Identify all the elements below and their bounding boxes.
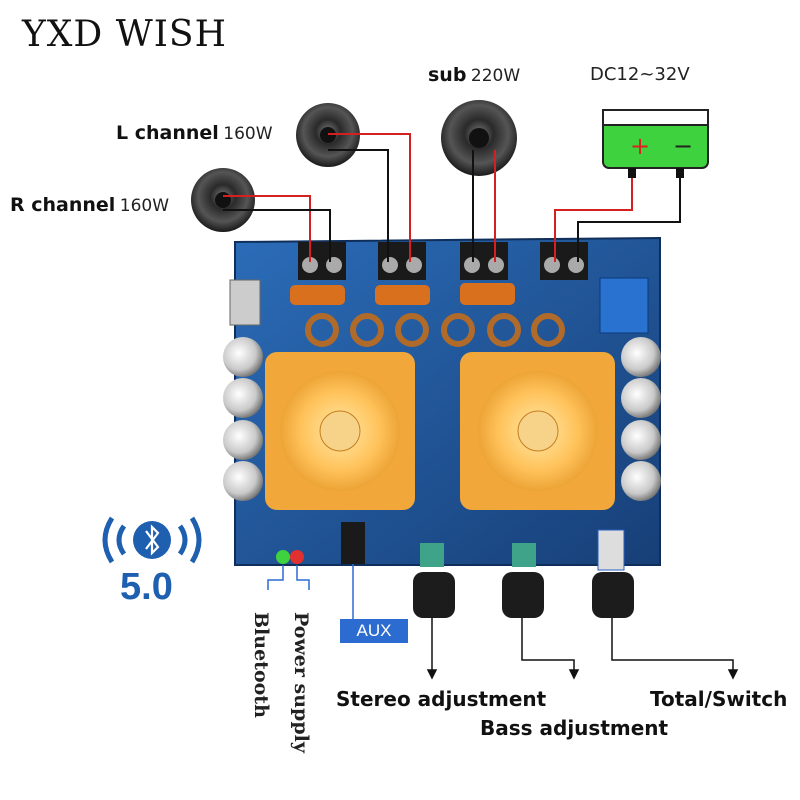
- total-switch-label: Total/Switch: [650, 687, 788, 711]
- voltage-label: DC12~32V: [590, 64, 690, 85]
- knobs: [413, 572, 634, 618]
- bluetooth-led-label: Bluetooth: [250, 612, 272, 718]
- left-channel-name: L channel: [116, 122, 219, 144]
- aux-label: AUX: [340, 619, 408, 643]
- bass-adjustment-label: Bass adjustment: [480, 716, 669, 740]
- speaker-sub: [441, 100, 517, 176]
- minus-sign: −: [673, 132, 693, 160]
- left-channel-label: L channel 160W: [116, 122, 273, 144]
- terminal-blocks: [298, 242, 588, 280]
- bluetooth-version: 5.0: [120, 566, 173, 608]
- sub-name: sub: [428, 64, 467, 86]
- battery: + −: [602, 109, 709, 178]
- power-led-label: Power supply: [290, 612, 312, 753]
- heatsink-left: [265, 352, 415, 510]
- capacitors-right: [621, 337, 661, 501]
- right-channel-name: R channel: [10, 194, 116, 216]
- brand-title: YXD WISH: [22, 14, 227, 55]
- inductors: [305, 313, 565, 347]
- capacitors-left: [223, 337, 263, 501]
- right-channel-label: R channel 160W: [10, 194, 169, 216]
- speaker-right: [191, 168, 255, 232]
- bluetooth-icon: [102, 516, 202, 564]
- sub-label: sub 220W: [428, 64, 520, 86]
- heatsink-right: [460, 352, 615, 510]
- right-channel-power: 160W: [119, 196, 170, 216]
- plus-sign: +: [630, 132, 650, 160]
- sub-power: 220W: [470, 66, 521, 86]
- left-channel-power: 160W: [223, 124, 273, 144]
- stereo-adjustment-label: Stereo adjustment: [336, 687, 547, 711]
